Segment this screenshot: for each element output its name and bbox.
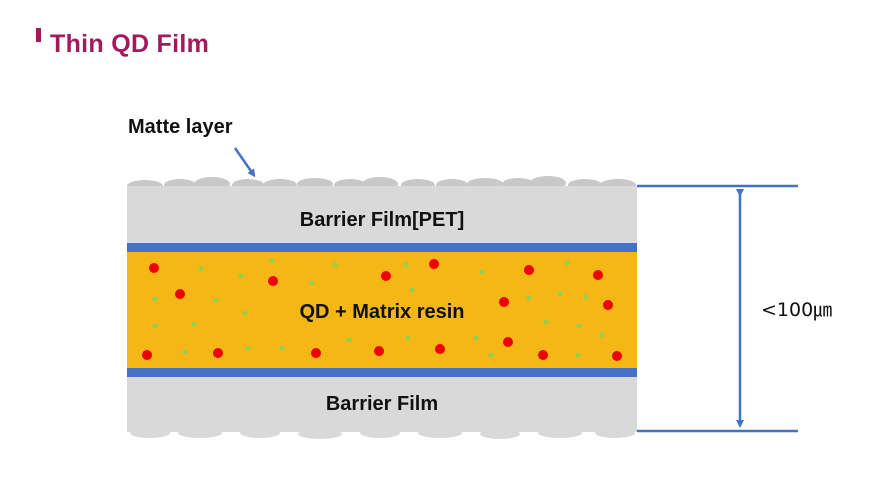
- separator-top: [127, 243, 637, 252]
- red-quantum-dots: [142, 259, 622, 361]
- bottom-texture: [130, 428, 635, 439]
- qd-layer-label: QD + Matrix resin: [299, 301, 464, 323]
- barrier-film-bottom: [127, 377, 637, 432]
- barrier-film-bottom-label: Barrier Film: [326, 393, 438, 415]
- barrier-film-top: [127, 186, 637, 243]
- thickness-label: <100㎛: [761, 299, 832, 321]
- thickness-label-background: [756, 294, 846, 324]
- green-quantum-dots: [152, 258, 605, 358]
- page-title: Thin QD Film: [50, 30, 210, 58]
- matte-layer-label: Matte layer: [128, 116, 233, 138]
- title-accent-bar: [36, 28, 41, 42]
- barrier-film-top-label: Barrier Film[PET]: [300, 209, 464, 231]
- separator-bottom: [127, 368, 637, 377]
- matte-layer-pointer-arrow: [233, 147, 256, 178]
